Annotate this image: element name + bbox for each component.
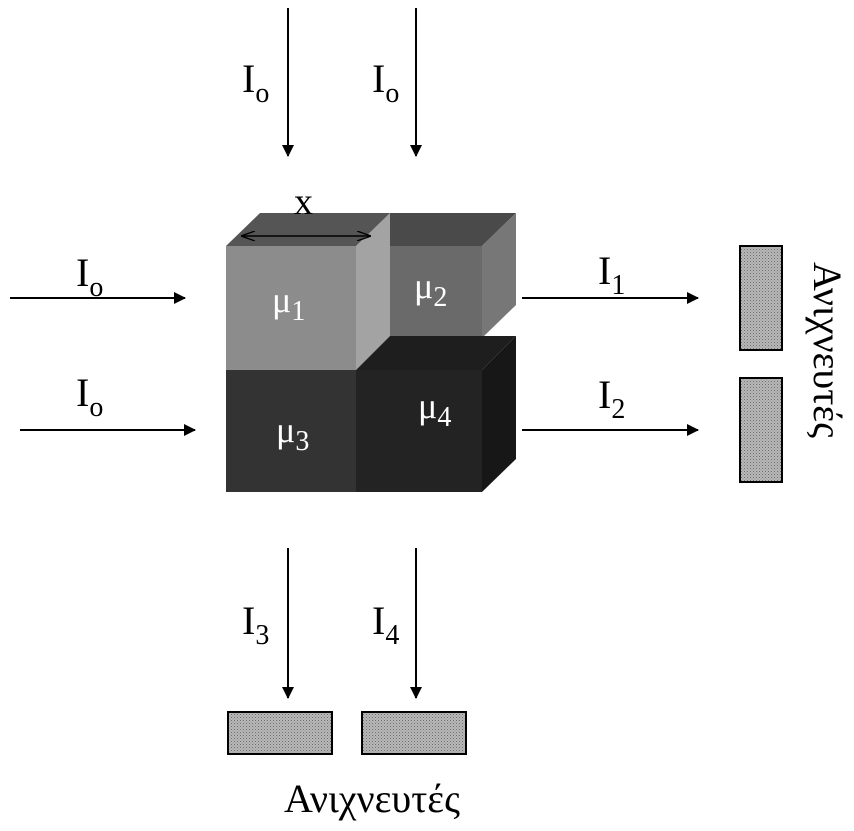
- beam-top-left: Io: [242, 8, 294, 157]
- cube-2-label: μ2: [414, 266, 447, 313]
- cube-4-top-face: [356, 336, 516, 370]
- attenuation-block: x μ1 μ2 μ3 μ4: [226, 181, 516, 492]
- beam-left-bottom: Io: [20, 370, 196, 436]
- output-label-right-bottom: I2: [598, 372, 625, 425]
- output-label-right-top: I1: [598, 248, 625, 301]
- output-label-bottom-right: I4: [372, 598, 399, 651]
- cube-4-side-face: [482, 336, 516, 492]
- detectors-label-right: Ανιχνευτές: [805, 262, 850, 438]
- cube-2-top-face: [356, 213, 516, 246]
- detector-right-bottom: [739, 377, 783, 483]
- beam-top-right: Io: [372, 8, 422, 157]
- cube-2-side-face: [482, 213, 516, 338]
- output-label-bottom-left: I3: [242, 598, 269, 651]
- output-right-top: I1: [522, 248, 699, 304]
- cube-4-label: μ4: [418, 386, 451, 433]
- detectors-label-bottom: Ανιχνευτές: [284, 776, 460, 821]
- beam-left-top: Io: [10, 250, 186, 304]
- cube-1-front-face: [226, 246, 356, 370]
- cube-2-front-face: [390, 246, 482, 338]
- beam-label-top-right: Io: [372, 56, 399, 109]
- detector-bottom-right: [361, 711, 467, 755]
- cube-3-label: μ3: [276, 410, 309, 457]
- cube-1-side-face: [356, 213, 390, 370]
- cube-1-label: μ1: [272, 280, 305, 327]
- detector-bottom-left: [227, 711, 333, 755]
- cube-3-front-face: [226, 370, 356, 492]
- cube-4-front-face: [356, 370, 482, 492]
- beam-label-top-left: Io: [242, 56, 269, 109]
- beam-label-left-top: Io: [76, 250, 103, 303]
- output-right-bottom: I2: [522, 372, 699, 436]
- beam-label-left-bottom: Io: [76, 370, 103, 423]
- output-bottom-left: I3: [242, 548, 294, 699]
- output-bottom-right: I4: [372, 548, 422, 699]
- detector-right-top: [739, 245, 783, 351]
- width-label: x: [294, 181, 313, 223]
